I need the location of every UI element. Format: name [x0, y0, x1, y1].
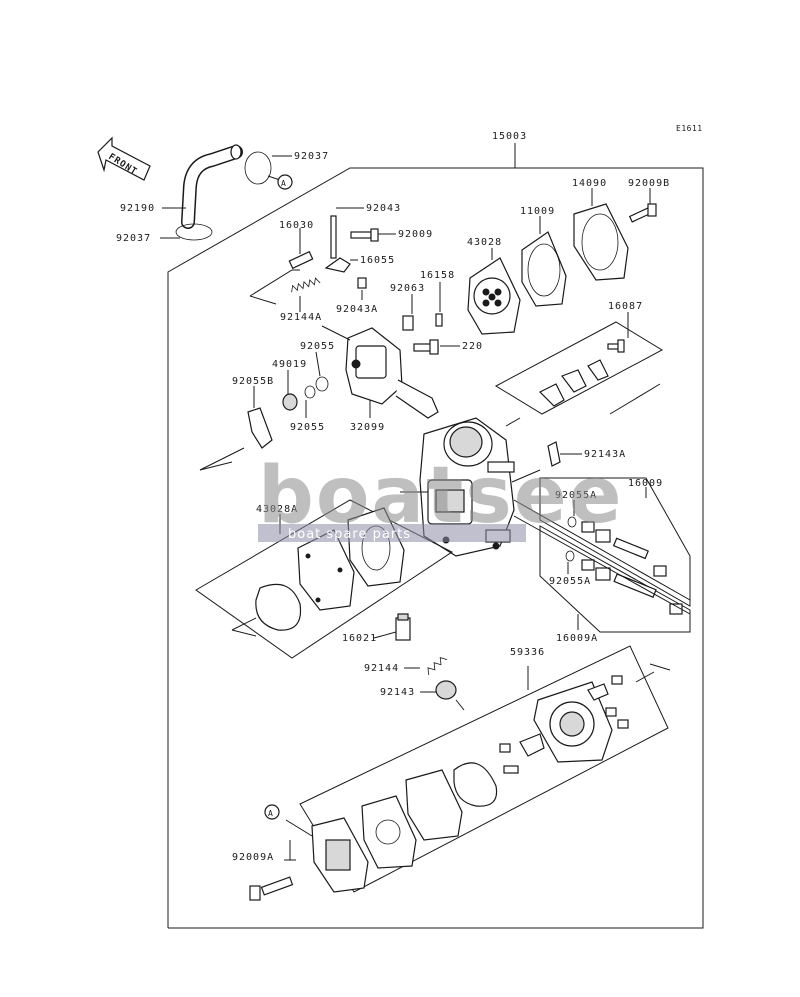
label-16055: 16055 [360, 255, 395, 266]
carburetor-body [400, 417, 541, 557]
screw-16158 [435, 313, 443, 327]
cover-14090 [573, 203, 629, 281]
clamp-92037-top [244, 151, 272, 185]
screw-92009B [628, 203, 657, 223]
needle-valve-16021 [395, 613, 411, 641]
svg-text:boat spare parts: boat spare parts [288, 527, 411, 542]
label-16087: 16087 [608, 301, 643, 312]
label-16030: 16030 [279, 220, 314, 231]
linkage-16087 [494, 321, 664, 415]
spring-pin-16030 [288, 250, 314, 270]
label-92055A-top: 92055A [555, 490, 597, 501]
label-92190: 92190 [120, 203, 155, 214]
assembly-number-15003: 15003 [492, 131, 527, 142]
spring-92144A [291, 277, 321, 293]
fuel-pump-group-59336 [299, 645, 669, 893]
gasket-group-43028A [195, 499, 453, 659]
label-92144: 92144 [364, 663, 399, 674]
label-92009: 92009 [398, 229, 433, 240]
label-92144A: 92144A [280, 312, 322, 323]
screw-92009 [350, 228, 379, 242]
label-92043: 92043 [366, 203, 401, 214]
oring-92055-a [315, 376, 329, 392]
label-49019: 49019 [272, 359, 307, 370]
label-43028A: 43028A [256, 504, 298, 515]
throttle-body-32099 [345, 327, 439, 419]
callout-a-bottom: A [264, 804, 280, 820]
label-16158: 16158 [420, 270, 455, 281]
pin-92043 [330, 215, 337, 259]
label-92043A: 92043A [336, 304, 378, 315]
watermark-logo: boatsee boat spare parts [258, 451, 622, 542]
label-92055-a: 92055 [300, 341, 335, 352]
needle-group-16009A [539, 525, 691, 633]
label-92055A-bottom: 92055A [549, 576, 591, 587]
label-16009A: 16009A [556, 633, 598, 644]
spring-92144 [427, 657, 448, 676]
diaphragm-43028 [467, 257, 521, 335]
svg-text:A: A [281, 179, 286, 188]
cap-92143 [435, 680, 457, 700]
needle-group-16009 [539, 477, 691, 607]
label-92037-bottom: 92037 [116, 233, 151, 244]
label-92143A: 92143A [584, 449, 626, 460]
label-16021: 16021 [342, 633, 377, 644]
oring-92055-b [304, 385, 316, 399]
svg-text:A: A [268, 809, 273, 818]
label-32099: 32099 [350, 422, 385, 433]
label-92143: 92143 [380, 687, 415, 698]
label-220: 220 [462, 341, 483, 352]
label-11009: 11009 [520, 206, 555, 217]
screw-92043A [357, 277, 367, 289]
label-92009A: 92009A [232, 852, 274, 863]
label-92037-top: 92037 [294, 151, 329, 162]
bolt-92009A [249, 876, 294, 901]
label-92055-b: 92055 [290, 422, 325, 433]
figure-reference: E1611 [676, 124, 703, 133]
clamp-92037-bottom [175, 223, 213, 241]
lever-16055 [324, 257, 351, 273]
gasket-11009 [521, 231, 567, 307]
label-92009B: 92009B [628, 178, 670, 189]
label-14090: 14090 [572, 178, 607, 189]
assembly-frame [167, 143, 704, 929]
label-92055B: 92055B [232, 376, 274, 387]
callout-a-top: A [267, 174, 293, 190]
label-43028: 43028 [467, 237, 502, 248]
bracket-92143A [547, 441, 561, 467]
label-16009: 16009 [628, 478, 663, 489]
screw-92063 [402, 315, 414, 331]
front-arrow-icon: FRONT [97, 136, 151, 181]
label-59336: 59336 [510, 647, 545, 658]
screw-220 [413, 339, 439, 355]
hose-92190 [181, 144, 243, 229]
label-92063: 92063 [390, 283, 425, 294]
pump-base [285, 817, 369, 893]
seal-49019 [282, 393, 298, 411]
bracket-92055B [247, 407, 273, 449]
